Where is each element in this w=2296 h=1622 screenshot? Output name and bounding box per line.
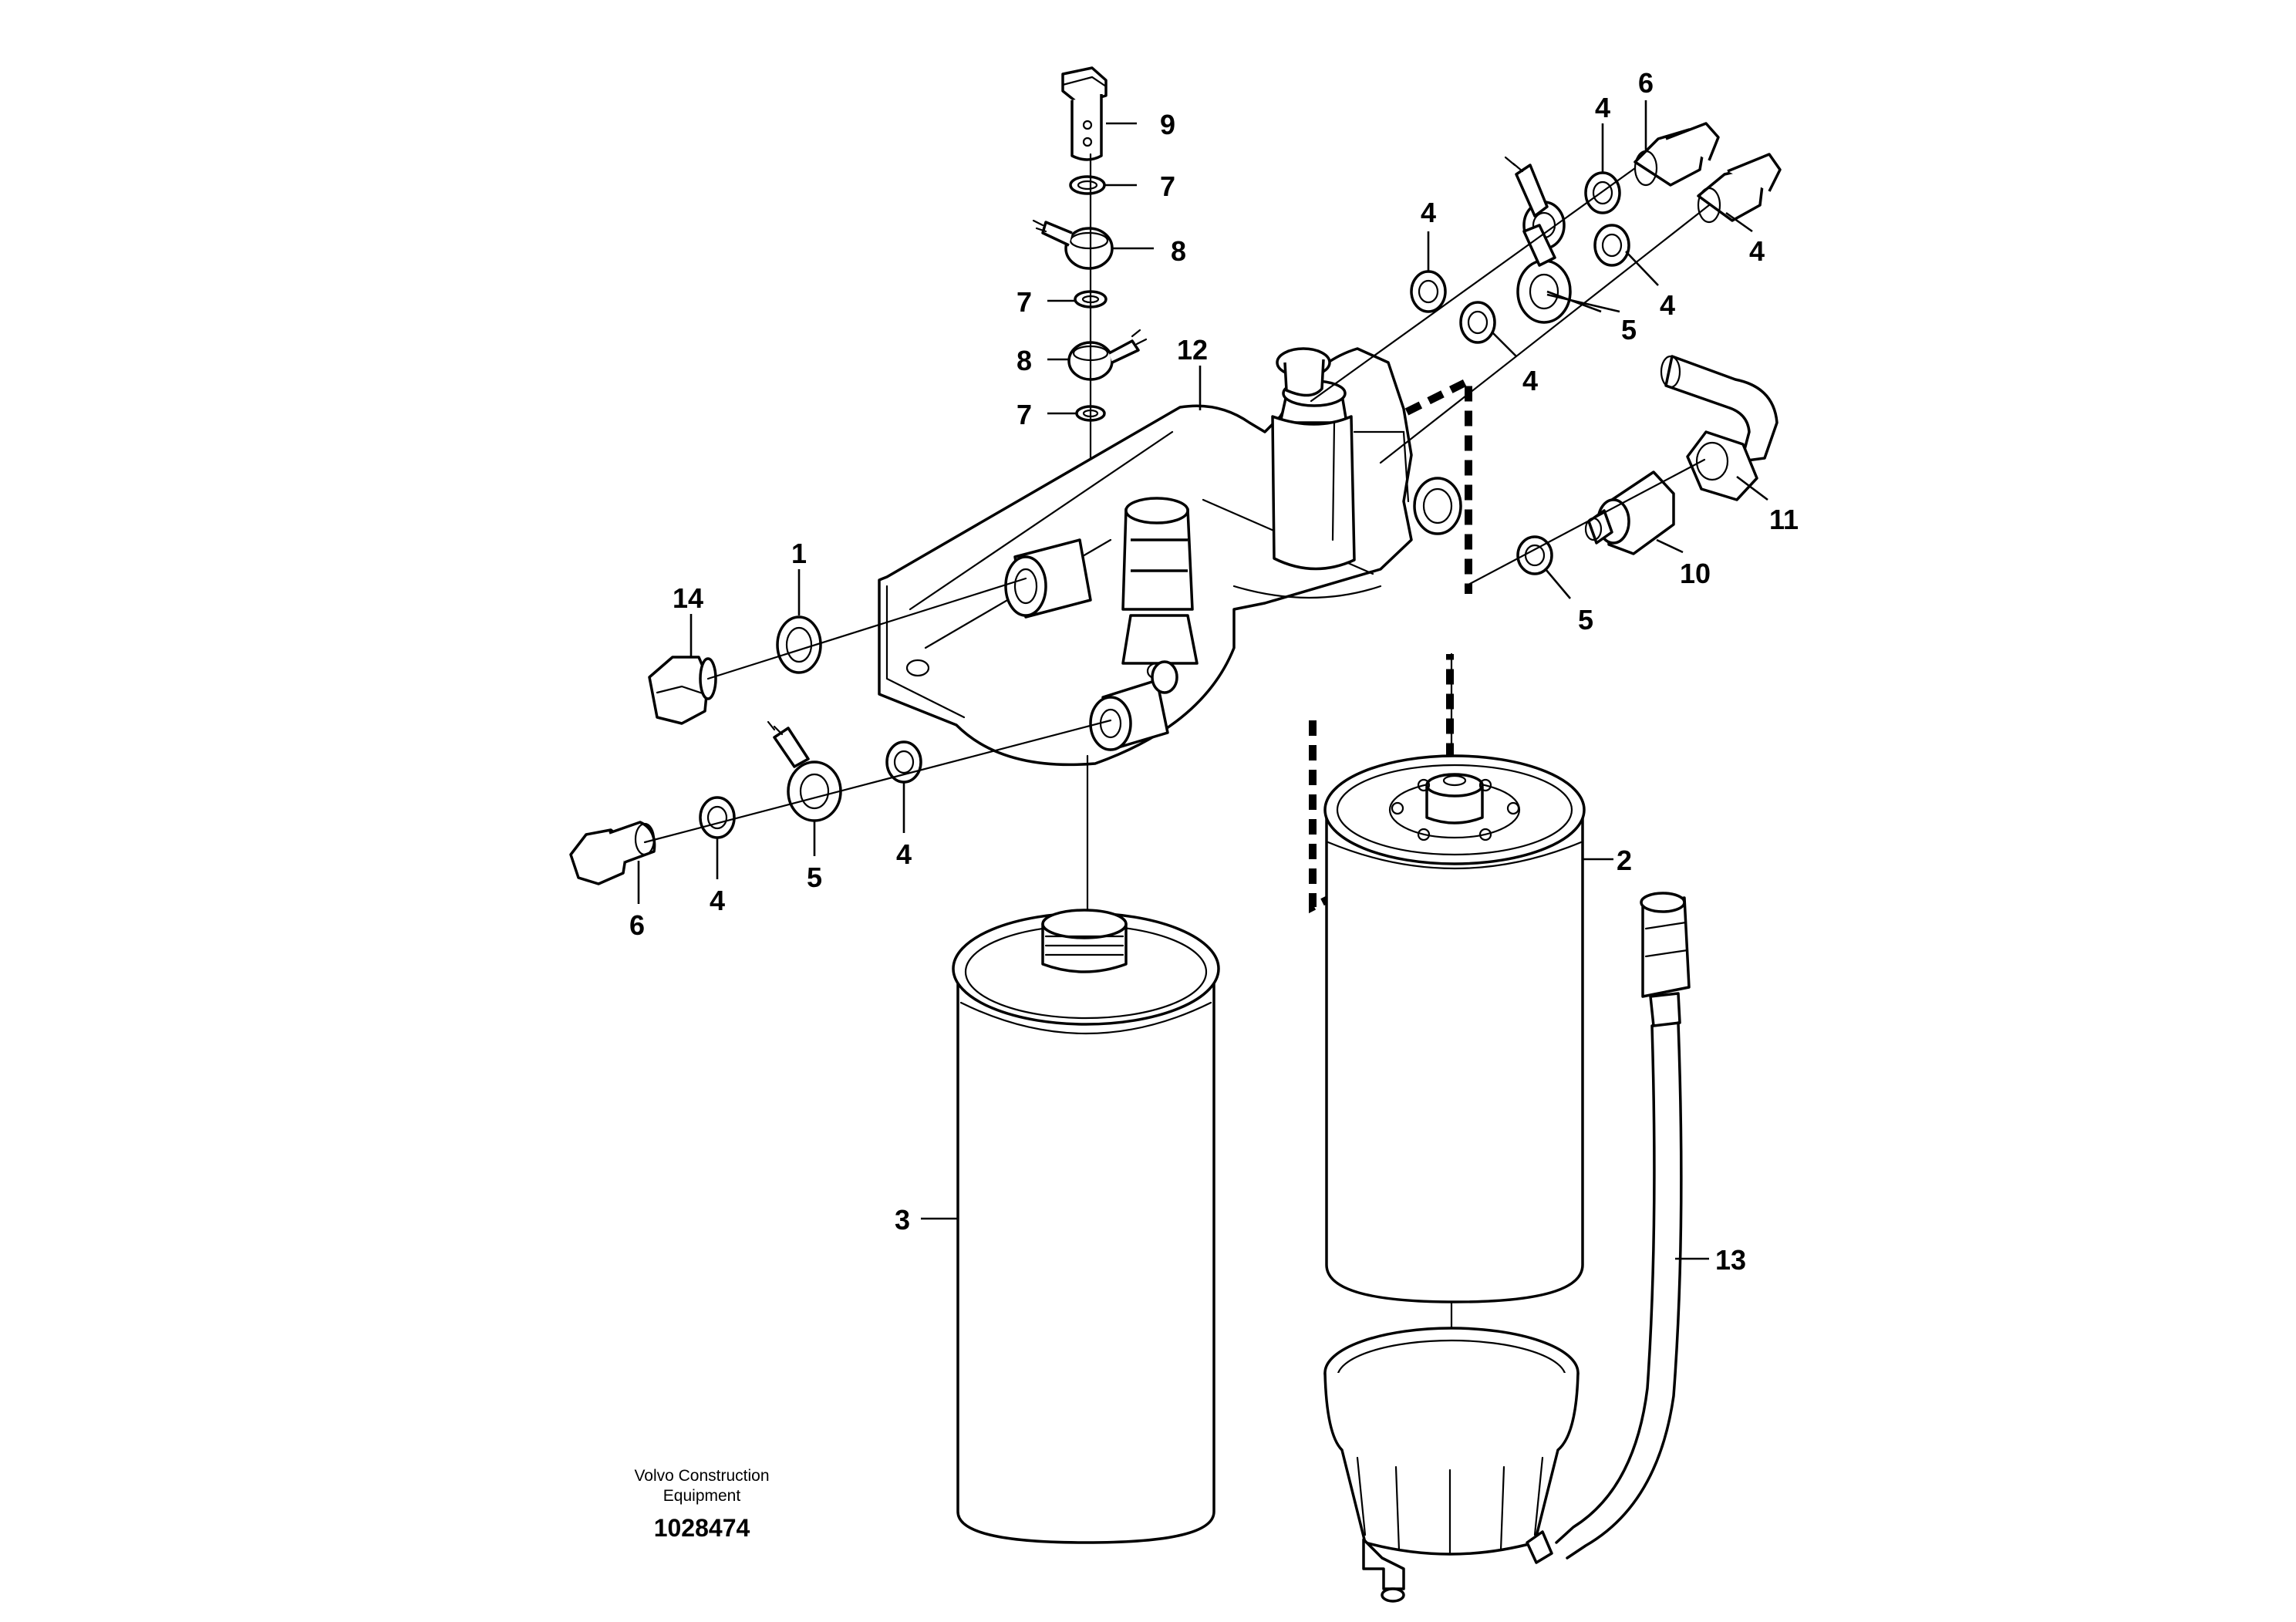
callout-5-lower-right: 5: [1578, 604, 1593, 636]
publisher-caption: Volvo Construction Equipment 1028474: [634, 1467, 769, 1542]
caption-part-number: 1028474: [654, 1514, 750, 1542]
caption-line-2: Equipment: [663, 1487, 741, 1505]
callout-6-right: 6: [1638, 67, 1654, 99]
callout-numbers: 9 7 8 7 8 7 12 1 14 6 4 5 4 4 4 6 4 4 5 …: [629, 67, 1799, 1276]
filter-element-2: [1323, 754, 1586, 1303]
leader-lines: [637, 100, 1768, 1260]
banjo-fitting-8-upper: [1032, 219, 1114, 270]
dashed-reference-lines: [1309, 374, 1472, 914]
callout-4-far-right: 4: [1749, 235, 1765, 267]
caption-line-1: Volvo Construction: [634, 1467, 769, 1485]
nipple-fitting-10: [1584, 470, 1675, 555]
callout-7-middle: 7: [1017, 286, 1032, 318]
banjo-bolt-6-left: [569, 821, 656, 885]
callout-7-top: 7: [1160, 170, 1175, 202]
callout-11: 11: [1769, 504, 1799, 535]
banjo-bolt-4-right: [1697, 153, 1782, 224]
callout-4-right-b: 4: [1660, 289, 1675, 321]
callout-4-right-mid: 4: [1421, 197, 1436, 228]
callout-5-right: 5: [1621, 314, 1637, 346]
banjo-bolt-6-top-right: [1633, 122, 1720, 187]
washer-4-top-right-b: [1593, 224, 1630, 267]
washer-4-top-right-a: [1584, 171, 1621, 214]
callout-13: 13: [1715, 1244, 1746, 1276]
callout-9: 9: [1160, 109, 1175, 140]
sensor-cable-13: [1555, 892, 1691, 1560]
washer-4-left-a: [699, 796, 736, 839]
callout-6-left: 6: [629, 909, 645, 941]
sealing-ring-1: [776, 615, 822, 674]
callout-4-left-b: 4: [896, 838, 912, 870]
callout-8-upper: 8: [1171, 235, 1186, 267]
callout-4-left-a: 4: [710, 885, 725, 916]
banjo-fitting-5-lower-right: [1516, 224, 1572, 324]
washer-4-right-mid: [1410, 270, 1447, 313]
banjo-bolt-9: [1061, 66, 1108, 161]
callout-8-lower: 8: [1017, 345, 1032, 376]
callout-7-bottom: 7: [1017, 399, 1032, 430]
washer-5-right: [1516, 535, 1553, 575]
filter-element-3: [952, 909, 1220, 1544]
hose-elbow-11: [1660, 355, 1778, 501]
sensor-on-head: [1121, 497, 1199, 694]
callout-14: 14: [673, 582, 703, 614]
plug-14: [648, 656, 717, 725]
filter-head-port-left: [1004, 538, 1092, 619]
callout-4-right-low: 4: [1522, 365, 1538, 396]
sealing-washer-7-top: [1069, 175, 1106, 195]
callout-12: 12: [1177, 334, 1208, 366]
filter-head-vent-cap: [1271, 347, 1462, 571]
callout-4-top-right: 4: [1595, 92, 1610, 123]
callout-3: 3: [895, 1204, 910, 1236]
filter-head-port-lower: [1089, 679, 1169, 751]
water-separator-bowl: [1323, 1327, 1580, 1603]
banjo-fitting-8-lower: [1067, 329, 1148, 381]
callout-2: 2: [1617, 845, 1632, 876]
callout-1: 1: [791, 538, 807, 569]
callout-5-left: 5: [807, 862, 822, 893]
banjo-fitting-5-left: [767, 720, 842, 822]
washer-4-left-b: [885, 740, 922, 784]
washer-4-right-low: [1459, 301, 1496, 344]
callout-10: 10: [1680, 558, 1711, 589]
